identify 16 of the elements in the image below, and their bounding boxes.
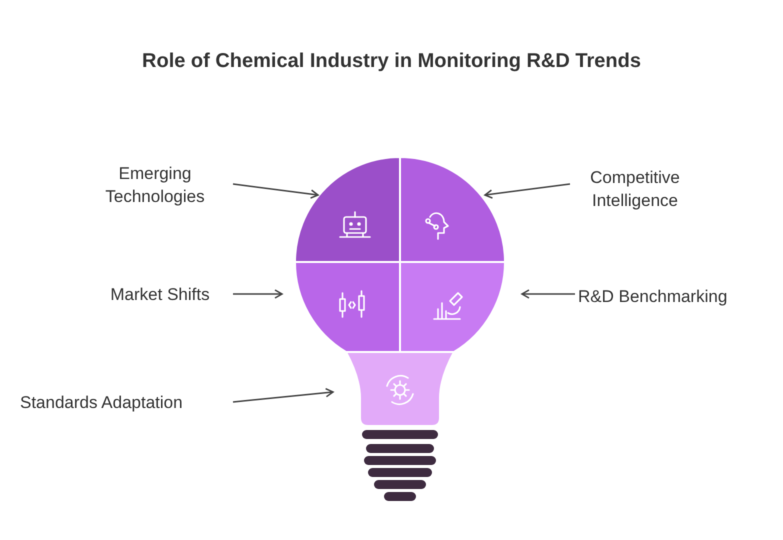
- bulb-neck: [345, 351, 455, 427]
- bulb-segment: [294, 156, 401, 263]
- diagram-title: Role of Chemical Industry in Monitoring R&D Trends: [141, 50, 642, 73]
- bulb-segment: [399, 261, 506, 353]
- label-text: Emerging Technologies: [80, 162, 230, 208]
- arrow: [232, 183, 319, 199]
- arrow: [233, 289, 283, 299]
- arrow: [521, 289, 575, 299]
- bulb-segment: [399, 156, 506, 263]
- label-text: Competitive Intelligence: [570, 166, 700, 212]
- arrow: [484, 183, 570, 199]
- label-text: Standards Adaptation: [20, 391, 230, 414]
- bulb-segment: [294, 261, 401, 353]
- arrow: [232, 388, 334, 403]
- label-text: R&D Benchmarking: [578, 285, 768, 308]
- label-text: Market Shifts: [90, 283, 230, 306]
